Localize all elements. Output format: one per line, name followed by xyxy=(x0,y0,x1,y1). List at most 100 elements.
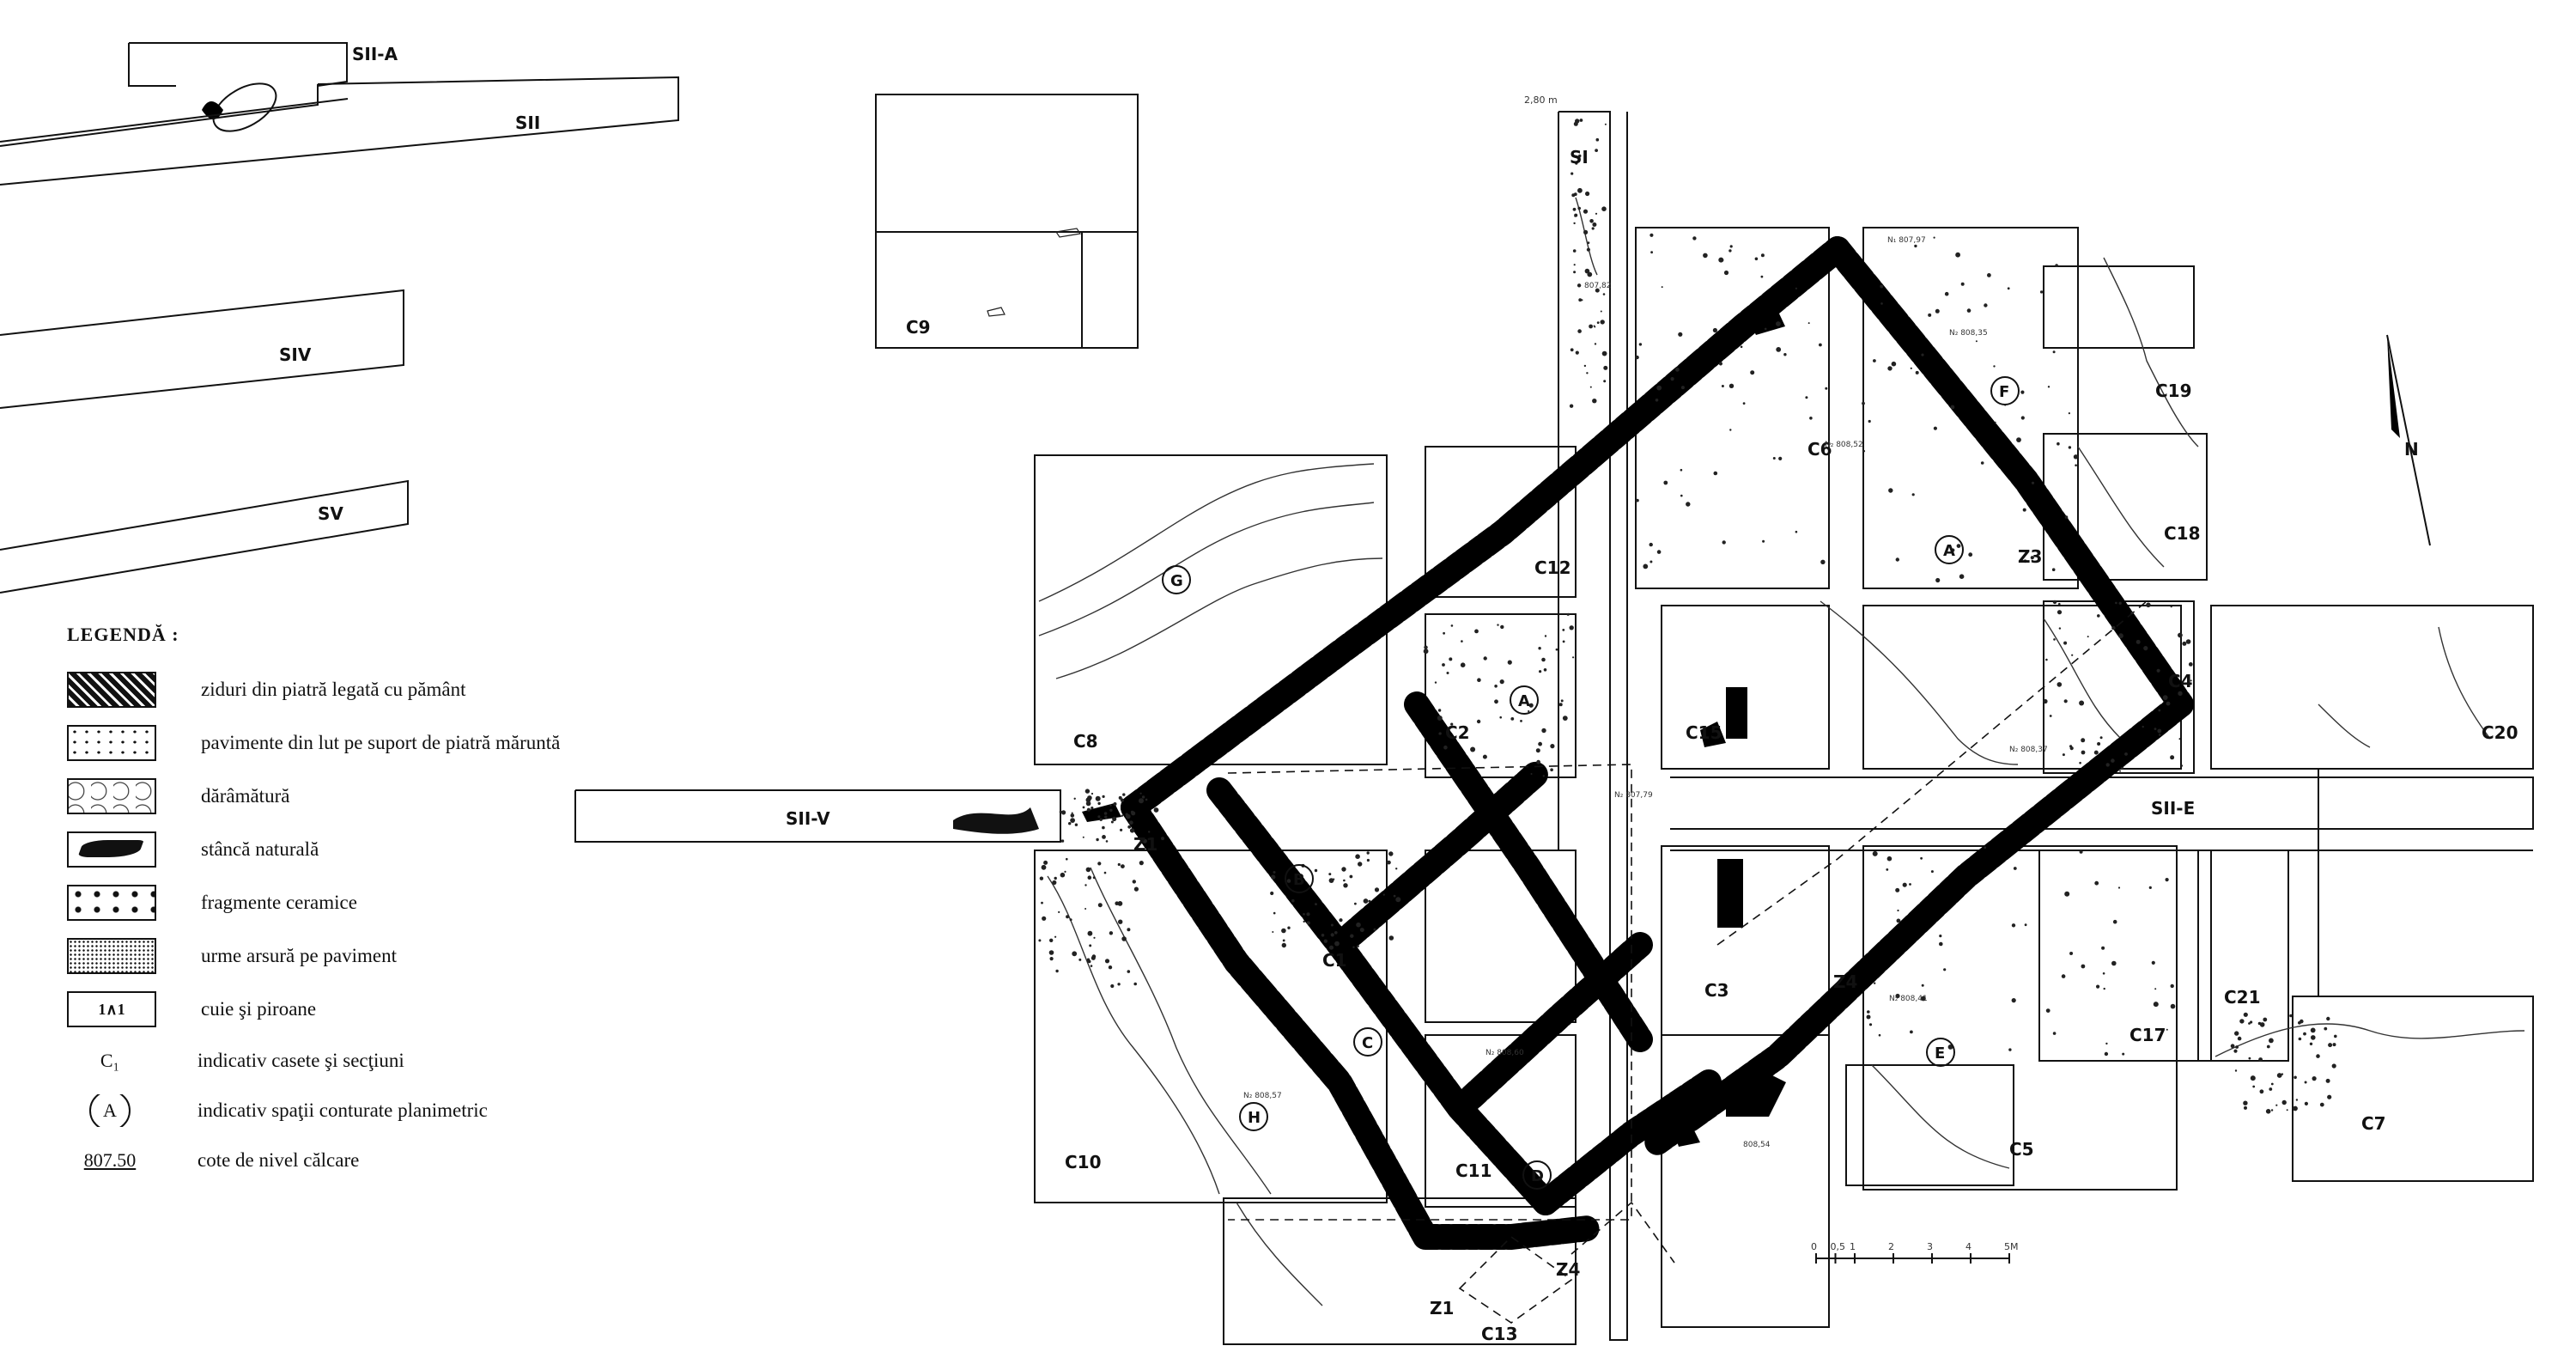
pavement-dot xyxy=(1592,222,1597,227)
pavement-dot xyxy=(1070,813,1075,818)
pavement-dot xyxy=(1939,941,1943,947)
legend-row-bedrock: stâncă naturală xyxy=(67,831,617,868)
svg-text:N₁ 807,97: N₁ 807,97 xyxy=(1887,236,1926,245)
pavement-dot xyxy=(2122,1052,2125,1056)
svg-text:N₂ 808,57: N₂ 808,57 xyxy=(1243,1092,1282,1100)
pavement-dot xyxy=(2136,639,2141,644)
pavement-dot xyxy=(1073,797,1076,800)
pavement-dot xyxy=(1091,955,1096,960)
pavement-dot xyxy=(1601,350,1607,356)
pavement-dot xyxy=(2270,1109,2274,1111)
pavement-dot xyxy=(1117,862,1121,867)
pavement-dot xyxy=(1103,871,1107,874)
pavement-dot xyxy=(1528,703,1534,708)
pavement-dot xyxy=(2016,437,2021,442)
pavement-dot xyxy=(1115,901,1119,905)
pavement-dot xyxy=(1587,271,1593,277)
svg-text:N₂ 808,35: N₂ 808,35 xyxy=(1949,329,1988,338)
pavement-dot xyxy=(1686,502,1691,507)
pavement-dot xyxy=(1299,874,1303,878)
pavement-dot xyxy=(1897,909,1899,912)
pavement-dot xyxy=(1536,759,1540,764)
pavement-dot xyxy=(1593,325,1595,327)
pavement-dot xyxy=(1650,251,1653,254)
pavement-dot xyxy=(1437,709,1442,712)
pavement-dot xyxy=(1084,884,1087,886)
pavement-dot xyxy=(2068,446,2072,449)
pavement-dot xyxy=(1729,429,1732,431)
pavement-dot xyxy=(2057,610,2063,615)
pavement-dot xyxy=(2170,755,2175,760)
pavement-dot xyxy=(1994,421,1996,423)
pavement-dot xyxy=(1543,668,1547,672)
pavement-dot xyxy=(1064,870,1066,874)
pavement-dot xyxy=(2244,1105,2247,1110)
pavement-dot xyxy=(1570,348,1574,352)
pavement-dot xyxy=(1343,883,1348,888)
pavement-dot xyxy=(1589,324,1593,329)
pavement-dot xyxy=(1330,933,1334,937)
label-c8: C8 xyxy=(1073,731,1098,752)
pavement-dot xyxy=(1728,249,1732,253)
pavement-dot xyxy=(2269,1038,2274,1044)
pavement-dot xyxy=(1043,860,1048,865)
burn-pattern-icon xyxy=(67,938,156,974)
pavement-dot xyxy=(1603,380,1607,383)
pavement-dot xyxy=(1161,837,1164,841)
pavement-dot xyxy=(1066,857,1068,861)
pavement-dot xyxy=(1434,681,1437,684)
pavement-dot xyxy=(1675,367,1680,372)
pavement-dot xyxy=(2154,988,2157,990)
label-s-ii-e: SII-E xyxy=(2151,798,2195,819)
pavement-dot xyxy=(1097,801,1101,806)
pavement-dot xyxy=(1052,880,1057,886)
pavement-dot xyxy=(2248,1022,2251,1025)
pavement-dot xyxy=(1437,716,1443,721)
pavement-dot xyxy=(2057,682,2063,687)
pavement-dot xyxy=(1966,308,1971,313)
trench-s-v: SV xyxy=(0,479,409,594)
pavement-dot xyxy=(2104,1051,2109,1057)
pavement-dot xyxy=(1703,253,1708,259)
pavement-dot xyxy=(1692,236,1697,241)
pavement-dot xyxy=(1102,835,1106,839)
pavement-dot xyxy=(1987,273,1991,277)
pavement-dot xyxy=(1587,241,1590,244)
pavement-dot xyxy=(2093,750,2099,755)
pavement-dot xyxy=(2079,850,2083,854)
pavement-dot xyxy=(1395,868,1398,870)
pavement-dot xyxy=(1054,876,1057,880)
pavement-dot xyxy=(1281,928,1286,934)
pavement-dot xyxy=(2170,1003,2176,1009)
pavement-dot xyxy=(2063,641,2068,645)
space-markers: A A B C D E F G H xyxy=(1162,376,2020,1190)
pavement-dot xyxy=(2068,412,2070,415)
pavement-dot xyxy=(1825,387,1828,390)
pavement-dot xyxy=(2154,728,2157,730)
level-indicator: 807.50 xyxy=(83,1149,137,1171)
pavement-dot xyxy=(1600,320,1605,325)
pavement-dot xyxy=(2148,886,2152,889)
svg-text:N₂ 807,79: N₂ 807,79 xyxy=(1614,791,1653,800)
pavement-dot xyxy=(2099,736,2103,740)
pavement-dot xyxy=(1096,837,1099,842)
pavement-dot xyxy=(1354,902,1357,905)
pavement-dot xyxy=(1943,968,1947,971)
pavement-dot xyxy=(1776,321,1781,326)
pavement-dot xyxy=(1121,936,1127,941)
pavement-dot xyxy=(1438,732,1442,735)
pavement-dot xyxy=(1680,468,1683,472)
pavement-dot xyxy=(1595,149,1598,153)
pavement-dot xyxy=(1980,461,1984,465)
pavement-dot xyxy=(2143,646,2148,651)
pavement-dot xyxy=(2130,612,2134,615)
pavement-dot xyxy=(1574,213,1578,217)
pavement-dot xyxy=(2170,606,2172,608)
pavement-dot xyxy=(1939,935,1942,938)
pavement-dot xyxy=(2119,770,2122,772)
pavement-dot xyxy=(1133,886,1139,892)
pavement-dot xyxy=(1054,935,1057,938)
pavement-dot xyxy=(1680,494,1683,497)
pavement-dot xyxy=(1602,293,1606,295)
dashed-outlines xyxy=(1227,600,2148,1324)
